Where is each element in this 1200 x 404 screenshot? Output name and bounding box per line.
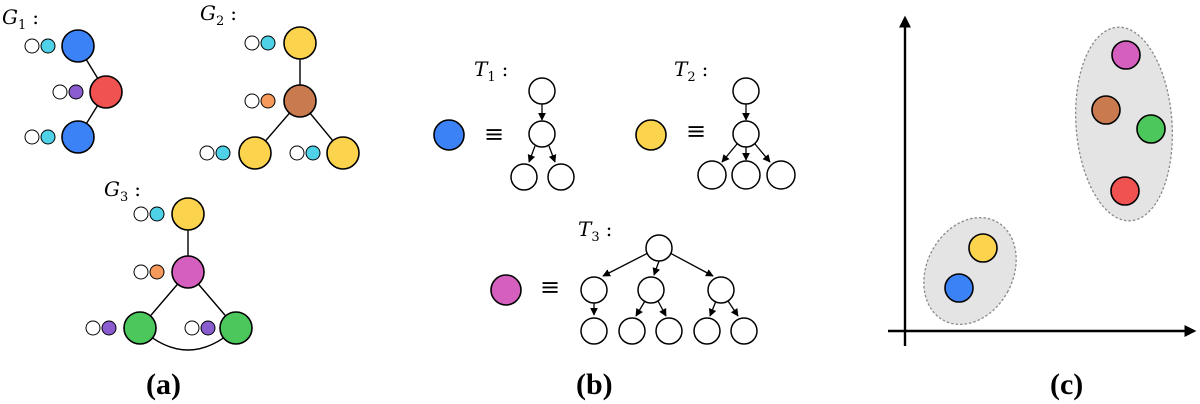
node-blue	[61, 29, 95, 63]
embedding-green	[1136, 114, 1166, 144]
panel-c: (c)	[888, 15, 1197, 401]
feature-white	[24, 129, 40, 145]
tree-edge	[635, 300, 646, 317]
feature-cyan	[40, 129, 56, 145]
node-magenta	[490, 274, 522, 306]
feature-white	[244, 35, 260, 51]
tree-node	[731, 160, 761, 190]
feature-white	[199, 145, 215, 161]
feature-cyan	[149, 206, 165, 222]
feature-white	[289, 145, 305, 161]
node-red	[89, 75, 123, 109]
tree-edge	[657, 300, 667, 317]
embedding-magenta	[1111, 40, 1141, 70]
tree-node	[637, 276, 665, 304]
feature-cyan	[260, 35, 276, 51]
t3-label: T3:	[578, 217, 612, 245]
tree-edge	[669, 252, 714, 277]
tree-node	[547, 163, 575, 191]
feature-cyan	[215, 145, 231, 161]
feature-cyan	[40, 38, 56, 54]
tree-node	[732, 120, 760, 148]
equiv-symbol: ≡	[484, 120, 504, 148]
tree-t1	[510, 77, 575, 191]
t1-label: T1:	[474, 57, 508, 85]
embedding-brown	[1091, 95, 1121, 125]
g1-label: G1:	[2, 5, 39, 33]
node-green	[219, 311, 253, 345]
t2-label: T2:	[674, 57, 708, 85]
node-blue	[61, 120, 95, 154]
tree-node	[528, 77, 556, 105]
node-yellow	[635, 119, 667, 151]
tree-node	[528, 120, 556, 148]
tree-edge	[708, 300, 717, 317]
embedding-yellow	[968, 233, 998, 263]
feature-white	[24, 38, 40, 54]
tree-edge	[754, 143, 771, 163]
tree-node	[766, 160, 796, 190]
node-magenta	[171, 255, 205, 289]
caption-b: (b)	[576, 368, 613, 401]
tree-node	[580, 317, 608, 345]
embedding-blue	[944, 273, 974, 303]
tree-node	[693, 317, 721, 345]
tree-edge	[721, 143, 738, 163]
feature-cyan	[305, 145, 321, 161]
tree-edge	[602, 252, 649, 277]
tree-node	[732, 77, 760, 105]
feature-white	[244, 93, 260, 109]
g3-label: G3:	[104, 177, 141, 205]
tree-node	[697, 160, 727, 190]
node-yellow	[283, 26, 317, 60]
panel-b: T1: ≡ T2: ≡	[433, 57, 796, 401]
tree-node	[645, 234, 673, 262]
feature-white	[133, 264, 149, 280]
tree-edge	[727, 300, 739, 317]
tree-node	[580, 276, 608, 304]
feature-orange	[260, 93, 276, 109]
tree-node	[618, 317, 646, 345]
tree-edge	[527, 145, 536, 163]
graph-g2	[199, 26, 360, 170]
feature-purple	[200, 320, 216, 336]
tree-edge	[652, 260, 661, 276]
node-yellow	[171, 197, 205, 231]
node-blue	[433, 119, 465, 151]
caption-c: (c)	[1050, 368, 1083, 401]
tree-node	[510, 163, 538, 191]
caption-a: (a)	[146, 368, 181, 401]
feature-purple	[68, 84, 84, 100]
tree-t3	[580, 234, 758, 345]
cluster-small	[923, 216, 1017, 326]
feature-white	[85, 320, 101, 336]
feature-purple	[101, 320, 117, 336]
cluster-large	[1074, 26, 1174, 222]
node-green	[123, 311, 157, 345]
g2-label: G2:	[200, 1, 237, 29]
equiv-symbol: ≡	[540, 273, 560, 301]
tree-node	[730, 317, 758, 345]
feature-orange	[149, 264, 165, 280]
tree-node	[707, 276, 735, 304]
feature-white	[133, 206, 149, 222]
embedding-red	[1110, 176, 1140, 206]
node-yellow	[326, 136, 360, 170]
node-brown	[283, 84, 317, 118]
node-yellow	[238, 136, 272, 170]
tree-edge	[548, 145, 557, 163]
panel-a: G1: G2:	[2, 1, 360, 401]
graph-g1	[24, 29, 123, 154]
tree-node	[655, 317, 683, 345]
graph-g3	[85, 197, 253, 351]
equiv-symbol: ≡	[686, 117, 706, 145]
feature-white	[184, 320, 200, 336]
feature-white	[52, 84, 68, 100]
tree-t2	[697, 77, 796, 190]
